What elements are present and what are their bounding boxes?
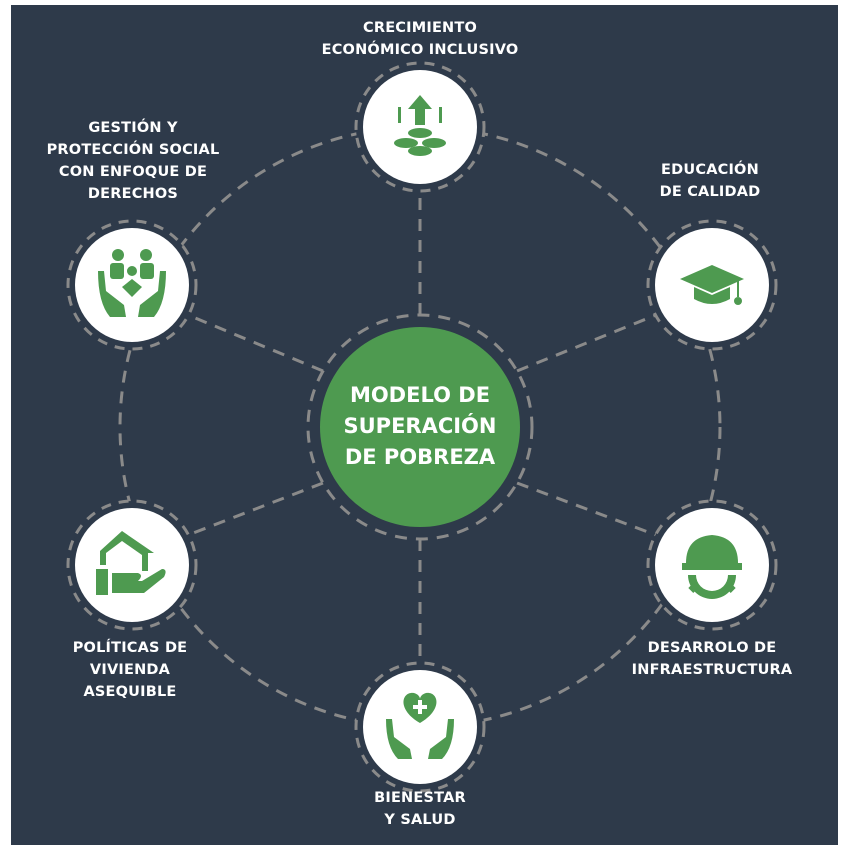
node-4 [66, 499, 198, 631]
center-circle [320, 327, 520, 527]
center-title: MODELO DE SUPERACIÓN DE POBREZA [343, 383, 497, 469]
node-2 [646, 499, 778, 631]
heart-hands-icon [386, 692, 454, 759]
node-circle [75, 508, 189, 622]
node-3 [354, 661, 486, 793]
label-crecimiento: CRECIMIENTO ECONÓMICO INCLUSIVO [321, 20, 519, 58]
label-educacion: EDUCACIÓN DE CALIDAD [659, 162, 761, 200]
family-hands-icon [98, 249, 166, 317]
spoke-top-left [187, 313, 324, 373]
node-circle [363, 670, 477, 784]
graduation-cap-icon [680, 265, 744, 305]
spoke-bottom-right [516, 481, 657, 537]
spoke-top-right [516, 313, 657, 373]
house-hand-icon [96, 531, 166, 595]
node-5 [66, 219, 198, 351]
node-circle [363, 70, 477, 184]
spoke-bottom-left [187, 481, 324, 537]
label-vivienda: POLÍTICAS DE VIVIENDA ASEQUIBLE [72, 640, 188, 700]
label-bienestar: BIENESTAR Y SALUD [374, 790, 466, 828]
label-infraestructura: DESARROLO DE INFRAESTRUCTURA [631, 640, 793, 678]
node-0 [354, 61, 486, 193]
coins-growth-icon [394, 95, 446, 156]
node-1 [646, 219, 778, 351]
label-proteccion: GESTIÓN Y PROTECCIÓN SOCIAL CON ENFOQUE … [46, 120, 220, 202]
